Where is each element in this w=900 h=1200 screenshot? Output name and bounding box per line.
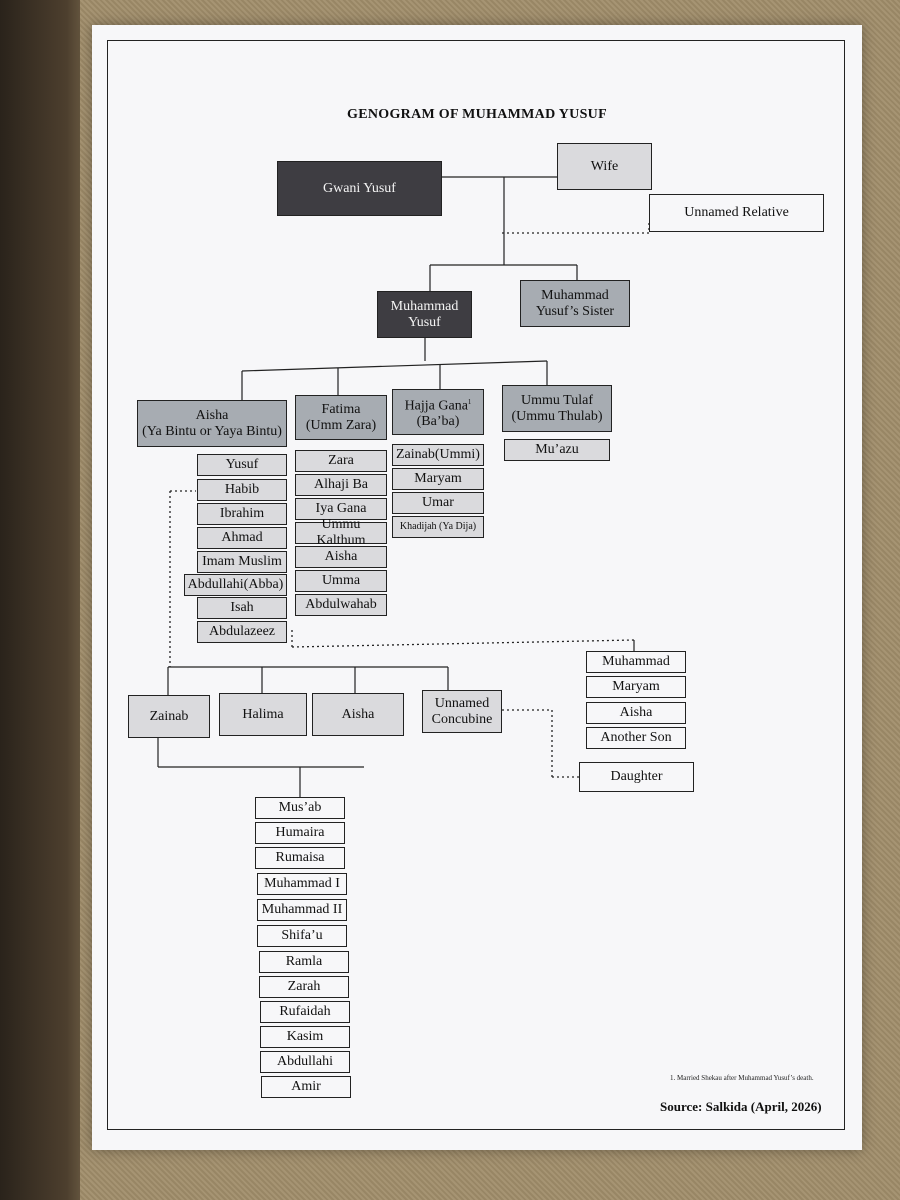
diagram-title: GENOGRAM OF MUHAMMAD YUSUF	[347, 107, 607, 122]
wife-ummu-tulaf: Ummu Tulaf (Ummu Thulab)	[502, 385, 612, 432]
child-zainab-ummi: Zainab(Ummi)	[392, 444, 484, 466]
habib-child-rumaisa: Rumaisa	[255, 847, 345, 869]
child-ibrahim: Ibrahim	[197, 503, 287, 525]
footnote: 1. Married Shekau after Muhammad Yusuf’s…	[670, 1074, 814, 1082]
habib-child-kasim: Kasim	[260, 1026, 350, 1048]
child-abdullahi-abba: Abdullahi(Abba)	[184, 574, 287, 596]
wife-hajja-gana-name: Hajja Gana1	[405, 394, 472, 415]
background-dark	[0, 0, 95, 1200]
person-unnamed-relative: Unnamed Relative	[649, 194, 824, 232]
wife-hajja-gana: Hajja Gana1 (Ba’ba)	[392, 389, 484, 435]
child-habib: Habib	[197, 479, 287, 501]
wife-hajja-gana-label: Hajja Gana	[404, 398, 468, 414]
habib-child-musab: Mus’ab	[255, 797, 345, 819]
person-wife: Wife	[557, 143, 652, 190]
child-umma: Umma	[295, 570, 387, 592]
habib-child-ramla: Ramla	[259, 951, 349, 973]
other-child-maryam: Maryam	[586, 676, 686, 698]
habib-child-muhammad-i: Muhammad I	[257, 873, 347, 895]
page-frame	[107, 40, 845, 1130]
child-umar: Umar	[392, 492, 484, 514]
wife-fatima: Fatima (Umm Zara)	[295, 395, 387, 440]
habib-child-abdullahi: Abdullahi	[260, 1051, 350, 1073]
child-isah: Isah	[197, 597, 287, 619]
person-sister: Muhammad Yusuf’s Sister	[520, 280, 630, 327]
child-zara: Zara	[295, 450, 387, 472]
child-maryam-hajja: Maryam	[392, 468, 484, 490]
other-child-another-son: Another Son	[586, 727, 686, 749]
habib-child-amir: Amir	[261, 1076, 351, 1098]
habib-child-shifau: Shifa’u	[257, 925, 347, 947]
source-credit: Source: Salkida (April, 2026)	[660, 1099, 822, 1114]
child-abdulwahab: Abdulwahab	[295, 594, 387, 616]
child-abdulazeez: Abdulazeez	[197, 621, 287, 643]
child-alhaji-ba: Alhaji Ba	[295, 474, 387, 496]
concubine-child-daughter: Daughter	[579, 762, 694, 792]
habib-spouse-zainab: Zainab	[128, 695, 210, 738]
child-ahmad: Ahmad	[197, 527, 287, 549]
person-gwani-yusuf: Gwani Yusuf	[277, 161, 442, 216]
habib-child-muhammad-ii: Muhammad II	[257, 899, 347, 921]
other-child-muhammad: Muhammad	[586, 651, 686, 673]
habib-child-humaira: Humaira	[255, 822, 345, 844]
child-yusuf: Yusuf	[197, 454, 287, 476]
child-iya-gana: Iya Gana	[295, 498, 387, 520]
other-child-aisha: Aisha	[586, 702, 686, 724]
child-ummu-kalthum: Ummu Kalthum	[295, 517, 387, 548]
child-aisha-fatima: Aisha	[295, 546, 387, 568]
connector-lines	[157, 176, 650, 797]
person-muhammad-yusuf: Muhammad Yusuf	[377, 291, 472, 338]
child-khadijah: Khadijah (Ya Dija)	[392, 516, 484, 538]
habib-child-zarah: Zarah	[259, 976, 349, 998]
habib-child-rufaidah: Rufaidah	[260, 1001, 350, 1023]
wife-hajja-gana-alias: (Ba’ba)	[416, 414, 460, 430]
footnote-marker: 1	[467, 397, 472, 406]
wife-aisha: Aisha (Ya Bintu or Yaya Bintu)	[137, 400, 287, 447]
child-imam-muslim: Imam Muslim	[197, 551, 287, 573]
habib-spouse-aisha: Aisha	[312, 693, 404, 736]
habib-spouse-halima: Halima	[219, 693, 307, 736]
habib-spouse-unnamed-concubine: Unnamed Concubine	[422, 690, 502, 733]
paper-sheet: GENOGRAM OF MUHAMMAD YUSUF	[92, 25, 862, 1150]
child-muazu: Mu’azu	[504, 439, 610, 461]
